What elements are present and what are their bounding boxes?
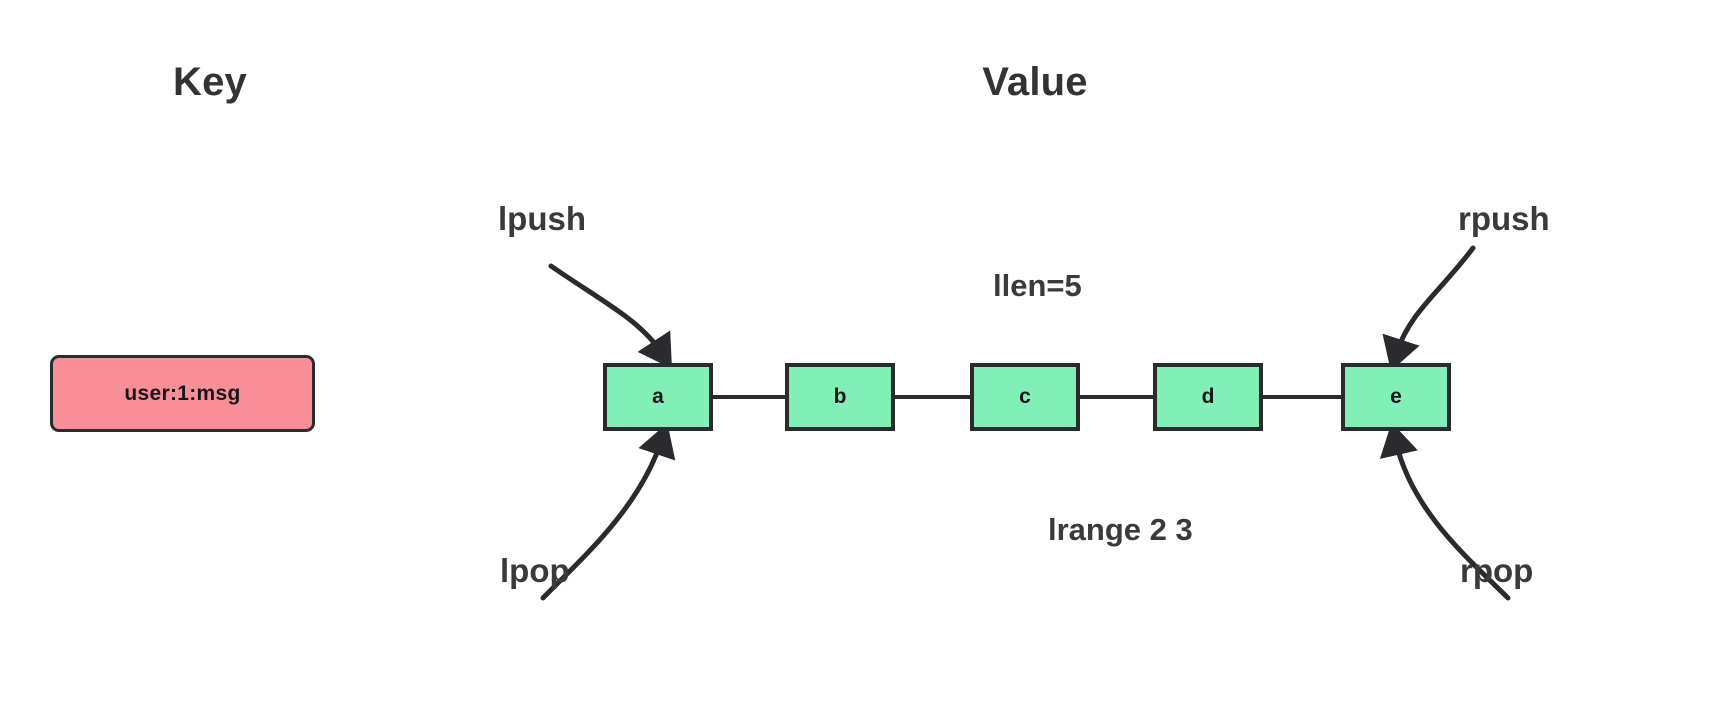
list-node-e[interactable]: e — [1341, 363, 1451, 431]
list-node-d[interactable]: d — [1153, 363, 1263, 431]
list-node-label: d — [1201, 385, 1215, 408]
list-node-a[interactable]: a — [603, 363, 713, 431]
annotation-lpush: lpush — [498, 200, 586, 237]
rpush-arrow — [1382, 245, 1476, 372]
lpush-arrow — [548, 263, 672, 369]
page-title-value: Value — [982, 60, 1088, 104]
list-node-b[interactable]: b — [785, 363, 895, 431]
list-node-label: a — [652, 385, 664, 408]
list-node-c[interactable]: c — [970, 363, 1080, 431]
annotation-lpop: lpop — [500, 552, 570, 589]
key-box-user-1-msg[interactable]: user:1:msg — [50, 355, 315, 432]
key-box-label: user:1:msg — [124, 381, 241, 405]
page-title-key: Key — [173, 60, 247, 104]
list-node-label: c — [1019, 385, 1031, 408]
list-node-label: e — [1390, 385, 1402, 408]
annotation-llen: llen=5 — [993, 268, 1082, 303]
list-node-label: b — [833, 385, 847, 408]
annotation-rpop: rpop — [1460, 552, 1534, 589]
annotation-lrange: lrange 2 3 — [1048, 512, 1193, 547]
annotation-rpush: rpush — [1458, 200, 1550, 237]
